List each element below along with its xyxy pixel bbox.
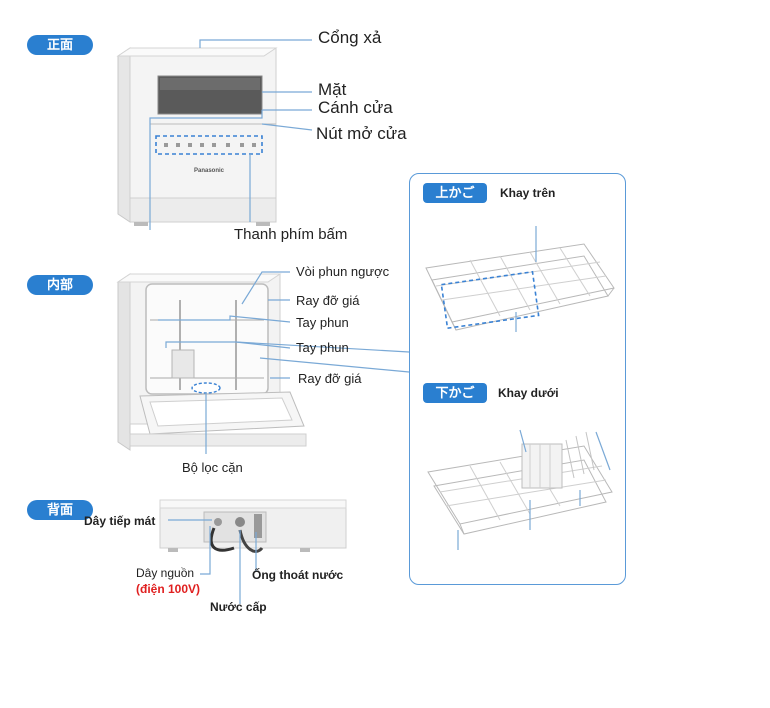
brand-logo: Panasonic (194, 168, 225, 174)
label-drain-hose: Ống thoát nước (252, 568, 344, 582)
label-door-button: Nút mở cửa (316, 124, 407, 143)
label-water-supply: Nước cấp (210, 600, 267, 614)
interior-dishwasher-illustration (116, 273, 307, 451)
label-rack-rail-top: Ray đỡ giá (296, 293, 360, 308)
front-dishwasher-illustration (116, 47, 278, 226)
label-reverse-nozzle: Vòi phun ngược (296, 264, 390, 279)
upper-rack-illustration (425, 243, 615, 331)
label-spray-arm-bottom: Tay phun (296, 340, 349, 355)
tag-lower-rack: 下かご (423, 383, 487, 403)
label-power-cord: Dây nguồn (136, 566, 195, 580)
tag-interior: 内部 (27, 275, 93, 295)
label-face: Mặt (318, 80, 347, 99)
lower-rack-illustration (427, 431, 613, 535)
label-lower-rack: Khay dưới (498, 386, 559, 400)
label-filter: Bộ lọc cặn (182, 460, 243, 475)
tag-upper-rack: 上かご (423, 183, 487, 203)
label-spray-arm-top: Tay phun (296, 315, 349, 330)
label-rack-rail-bottom: Ray đỡ giá (298, 371, 362, 386)
label-door: Cánh cửa (318, 98, 393, 117)
back-dishwasher-illustration (159, 499, 347, 553)
label-keypad: Thanh phím bấm (234, 226, 348, 243)
label-upper-rack: Khay trên (500, 186, 556, 200)
label-ground-wire: Dây tiếp mát (84, 514, 156, 528)
tag-back: 背面 (27, 500, 93, 520)
rack-panel (409, 173, 626, 585)
tag-front: 正面 (27, 35, 93, 55)
label-power-spec: (điện 100V) (136, 582, 201, 596)
label-exhaust: Cổng xả (318, 28, 382, 47)
